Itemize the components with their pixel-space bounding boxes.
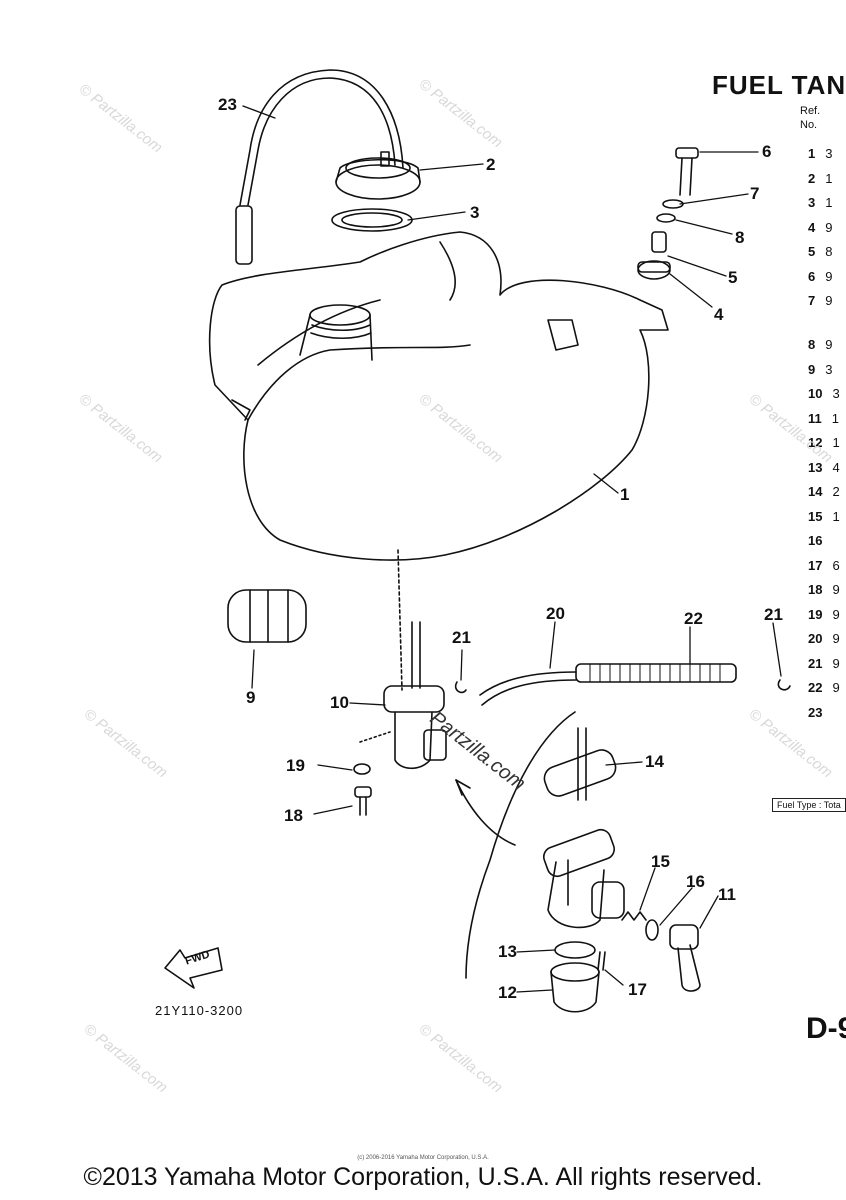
washer [353,763,371,775]
fuel-filter [227,589,307,643]
copyright-footer: ©2013 Yamaha Motor Corporation, U.S.A. A… [83,1163,763,1191]
callout-2: 2 [486,155,496,174]
callout-16: 16 [686,872,705,891]
ref-row: 16 [808,533,823,548]
callout-19: 19 [286,756,305,775]
callout-18: 18 [284,806,303,825]
fuel-cock [359,621,447,770]
callout-7: 7 [750,184,760,203]
filler-neck [299,304,373,361]
cock-gasket [543,749,617,797]
callout-5: 5 [728,268,738,287]
ref-row: 23 [808,704,823,720]
hose-clip [777,679,791,691]
figure-code: 21Y110-3200 [155,1003,244,1018]
callout-8: 8 [735,228,745,247]
bowl-screw [597,951,606,971]
callout-14: 14 [645,752,664,771]
screw [354,786,372,816]
callout-22: 22 [684,609,703,628]
callout-6: 6 [762,142,772,161]
callout-12: 12 [498,983,517,1002]
page-title: FUEL TAN [712,70,846,100]
fuel-cock-detail [542,727,625,929]
callout-15: 15 [651,852,670,871]
callout-21b: 21 [764,605,783,624]
bolt-stack [637,147,699,280]
callout-10: 10 [330,693,349,712]
callout-13: 13 [498,942,517,961]
copyright-small: (c) 2006-2016 Yamaha Motor Corporation, … [357,1155,489,1161]
page-code: D-9 [806,1012,846,1045]
callout-23: 23 [218,95,237,114]
ref-column-header: Ref. No. [800,105,821,131]
elbow-fitting [669,924,701,992]
callout-21a: 21 [452,628,471,647]
callout-20: 20 [546,604,565,623]
fuel-hose [479,663,737,706]
callout-3: 3 [470,203,480,222]
callout-1: 1 [620,485,630,504]
fuel-cap [335,151,421,200]
hose-clip [454,681,467,694]
callout-9: 9 [246,688,256,707]
fuel-type-note: Fuel Type : Tota [772,798,846,812]
fuel-tank [208,231,669,561]
fwd-arrow-icon [164,947,223,989]
callout-17: 17 [628,980,647,999]
bowl-seal [554,941,596,959]
callout-4: 4 [714,305,724,324]
sediment-bowl [550,962,600,1013]
breather-hose [235,69,404,265]
callout-11: 11 [718,885,736,904]
spring [621,911,647,921]
o-ring [645,919,659,941]
